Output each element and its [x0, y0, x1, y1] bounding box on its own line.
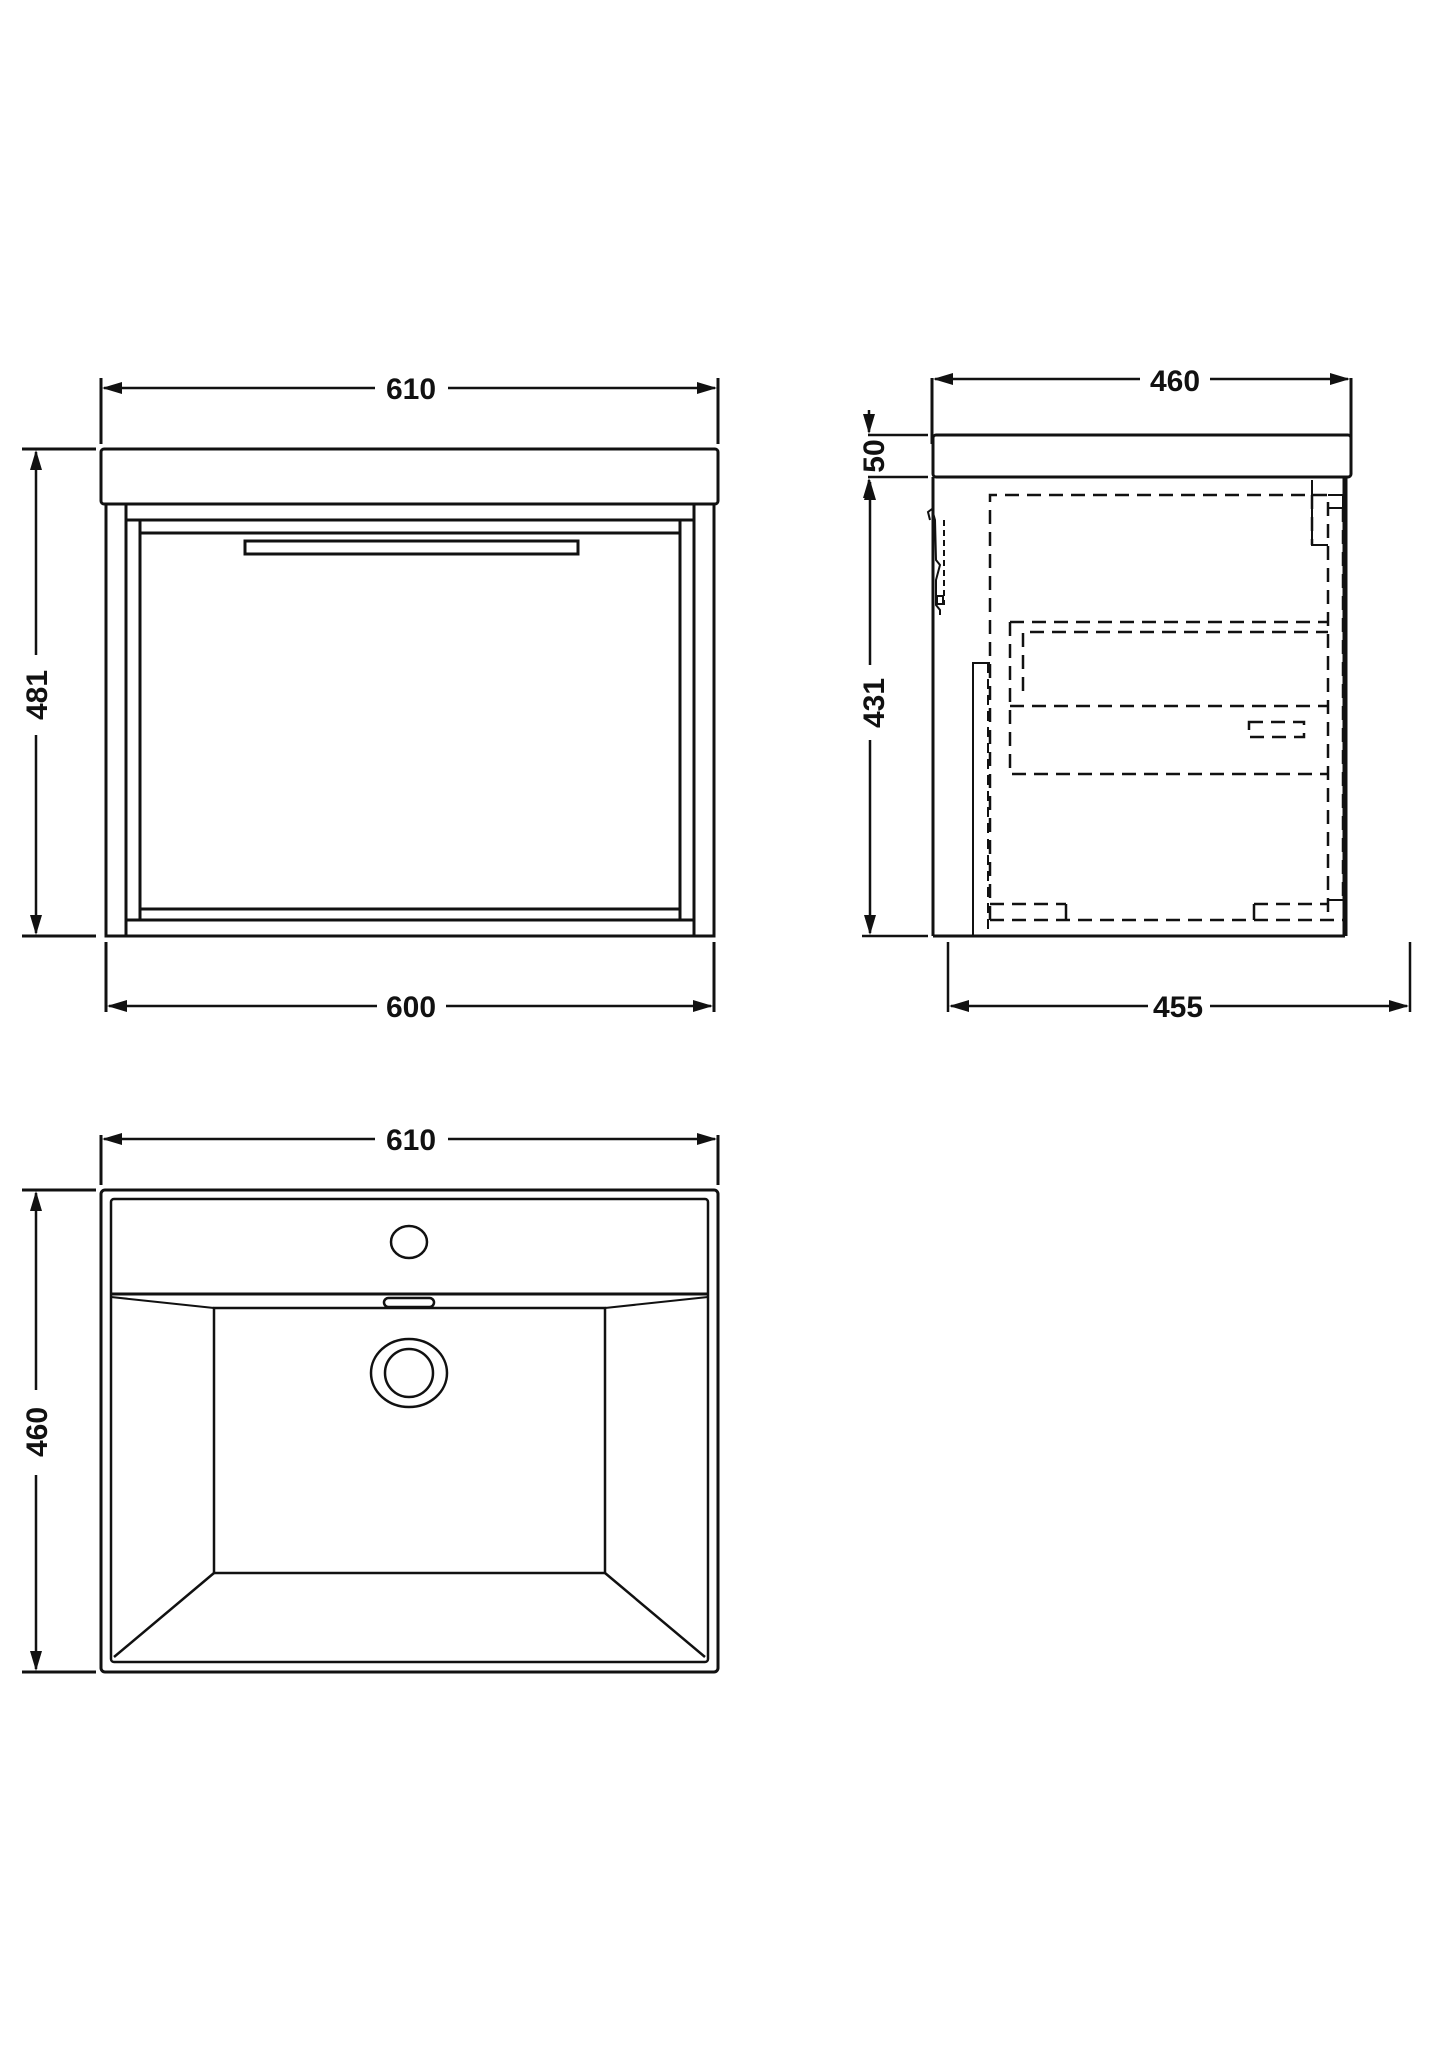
plan-view — [22, 1135, 720, 1674]
front-height-label: 481 — [21, 670, 54, 720]
side-height-dimension — [862, 480, 928, 938]
side-view — [926, 378, 1353, 938]
side-height-label: 431 — [858, 678, 891, 728]
front-top-width-label: 610 — [386, 373, 436, 406]
side-base-depth-label: 455 — [1153, 991, 1203, 1024]
side-thickness-label: 50 — [858, 439, 891, 472]
side-top-depth-label: 460 — [1150, 365, 1200, 398]
front-view — [22, 378, 720, 1012]
plan-depth-label: 460 — [21, 1407, 54, 1457]
side-view-hidden-lines — [988, 480, 1345, 922]
side-base-depth-dimension — [946, 942, 1412, 1012]
front-base-width-label: 600 — [386, 991, 436, 1024]
plan-width-label: 610 — [386, 1124, 436, 1157]
